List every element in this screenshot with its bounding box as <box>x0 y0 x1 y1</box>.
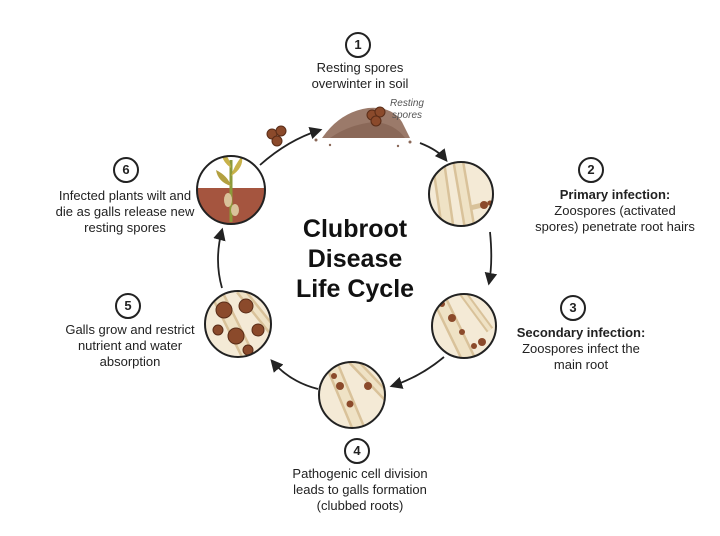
stage-2-illustration <box>428 161 494 227</box>
stage-1-line-1: Resting spores <box>316 60 404 75</box>
stage-2-line-2: spores) penetrate root hairs <box>535 219 695 234</box>
stage-4-caption: Pathogenic cell division leads to galls … <box>275 466 445 514</box>
stage-3-caption: Secondary infection: Zoospores infect th… <box>516 325 646 373</box>
stage-4-number: 4 <box>344 438 370 464</box>
diagram-title: Clubroot Disease Life Cycle <box>270 214 440 304</box>
arrow-4-to-5 <box>270 359 319 390</box>
stage-6-number: 6 <box>113 157 139 183</box>
title-line-3: Life Cycle <box>295 275 415 303</box>
resting-spores-label: Resting spores <box>382 98 432 122</box>
resting-spores-label-line-2: spores <box>391 110 422 121</box>
title-line-1: Clubroot <box>302 215 408 243</box>
resting-spores-label-line-1: Resting <box>390 98 424 109</box>
stage-4-line-2: leads to galls formation <box>293 482 427 497</box>
stage-6-line-2: die as galls release new <box>55 204 195 219</box>
stage-4-line-1: Pathogenic cell division <box>292 466 428 481</box>
stage-5-line-2: nutrient and water <box>77 338 183 353</box>
stage-3-number: 3 <box>560 295 586 321</box>
stage-3-line-2: main root <box>553 357 609 372</box>
stage-1-caption: Resting spores overwinter in soil <box>290 60 430 92</box>
stage-3-illustration <box>431 293 497 359</box>
stage-5-caption: Galls grow and restrict nutrient and wat… <box>45 322 215 370</box>
stage-2-caption: Primary infection: Zoospores (activated … <box>525 187 705 235</box>
stage-4-line-3: (clubbed roots) <box>316 498 404 513</box>
arrow-6-to-1 <box>259 126 323 166</box>
arrow-1-to-2 <box>419 142 448 162</box>
stage-4-illustration <box>318 361 386 429</box>
stage-5-number: 5 <box>115 293 141 319</box>
stage-5-line-1: Galls grow and restrict <box>65 322 195 337</box>
arrow-2-to-3 <box>484 231 498 286</box>
stage-2-heading: Primary infection: <box>559 187 671 202</box>
released-spores <box>266 125 287 147</box>
arrow-5-to-6 <box>213 227 226 289</box>
stage-6-caption: Infected plants wilt and die as galls re… <box>35 188 215 236</box>
stage-1-line-2: overwinter in soil <box>311 76 409 91</box>
soil-mound-illustration <box>314 106 412 148</box>
stage-2-line-1: Zoospores (activated <box>554 203 676 218</box>
stage-6-line-1: Infected plants wilt and <box>58 188 192 203</box>
stage-6-line-3: resting spores <box>84 220 166 235</box>
arrow-3-to-4 <box>389 356 445 389</box>
title-line-2: Disease <box>307 245 403 273</box>
stage-3-line-1: Zoospores infect the <box>522 341 640 356</box>
stage-5-illustration <box>204 290 272 358</box>
stage-5-line-3: absorption <box>99 354 161 369</box>
stage-1-number: 1 <box>345 32 371 58</box>
stage-3-heading: Secondary infection: <box>516 325 646 340</box>
stage-2-number: 2 <box>578 157 604 183</box>
